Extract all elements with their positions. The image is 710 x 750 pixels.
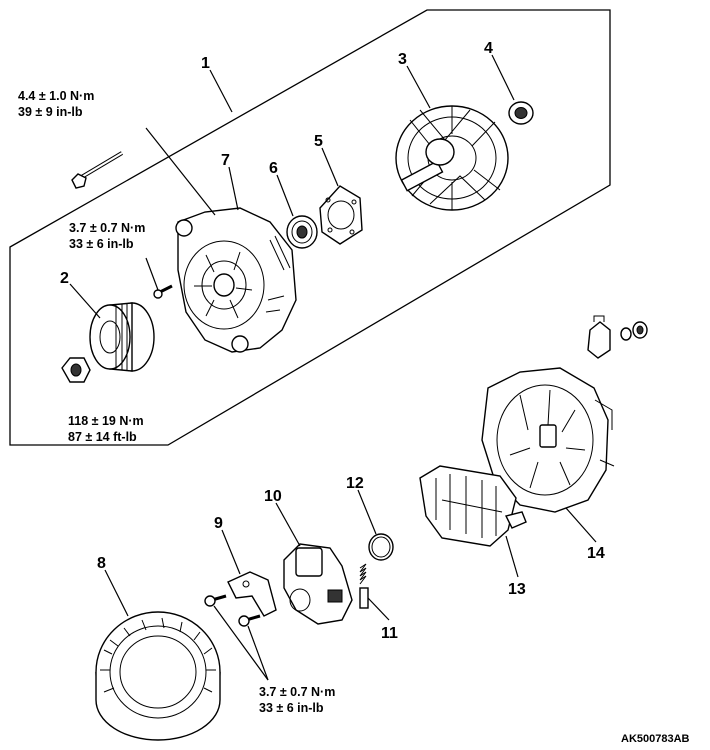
through-bolt bbox=[71, 151, 124, 189]
torque-nut-imperial: 87 ± 14 ft-lb bbox=[68, 430, 137, 444]
rotor-assembly bbox=[395, 105, 509, 211]
stator bbox=[95, 611, 221, 741]
leader-lines bbox=[69, 54, 597, 681]
brush-spring bbox=[359, 563, 369, 609]
diagram-reference: AK500783AB bbox=[621, 733, 690, 745]
front-assembly-frame bbox=[9, 9, 611, 446]
torque-bolt-metric: 4.4 ± 1.0 N·m bbox=[18, 89, 94, 103]
rectifier bbox=[419, 465, 527, 547]
callout-11: 11 bbox=[381, 625, 398, 642]
callout-1: 1 bbox=[201, 55, 210, 72]
callout-3: 3 bbox=[398, 51, 407, 68]
callout-6: 6 bbox=[269, 160, 278, 177]
front-bearing bbox=[286, 215, 318, 249]
callout-8: 8 bbox=[97, 555, 106, 572]
callout-4: 4 bbox=[484, 40, 493, 57]
pulley-nut bbox=[61, 357, 91, 383]
terminal-screws bbox=[204, 594, 261, 627]
callout-13: 13 bbox=[508, 581, 526, 598]
callout-9: 9 bbox=[214, 515, 223, 532]
callout-12: 12 bbox=[346, 475, 364, 492]
torque-terminal-metric: 3.7 ± 0.7 N·m bbox=[259, 685, 335, 699]
rear-bearing bbox=[508, 101, 534, 125]
front-bracket bbox=[175, 207, 297, 353]
callout-7: 7 bbox=[221, 152, 230, 169]
terminal-plate bbox=[227, 571, 277, 617]
regulator bbox=[283, 543, 353, 625]
seal-ring bbox=[368, 533, 394, 561]
torque-screw-metric: 3.7 ± 0.7 N·m bbox=[69, 221, 145, 235]
torque-terminal-imperial: 33 ± 6 in-lb bbox=[259, 701, 324, 715]
callout-5: 5 bbox=[314, 133, 323, 150]
callout-2: 2 bbox=[60, 270, 69, 287]
torque-bolt-imperial: 39 ± 9 in-lb bbox=[18, 105, 83, 119]
callout-10: 10 bbox=[264, 488, 282, 505]
terminal-parts bbox=[587, 315, 648, 359]
callout-14: 14 bbox=[587, 545, 605, 562]
torque-screw-imperial: 33 ± 6 in-lb bbox=[69, 237, 134, 251]
pulley bbox=[89, 302, 155, 372]
bearing-retainer-plate bbox=[319, 185, 363, 245]
torque-nut-metric: 118 ± 19 N·m bbox=[68, 414, 144, 428]
rear-bracket bbox=[481, 367, 615, 513]
